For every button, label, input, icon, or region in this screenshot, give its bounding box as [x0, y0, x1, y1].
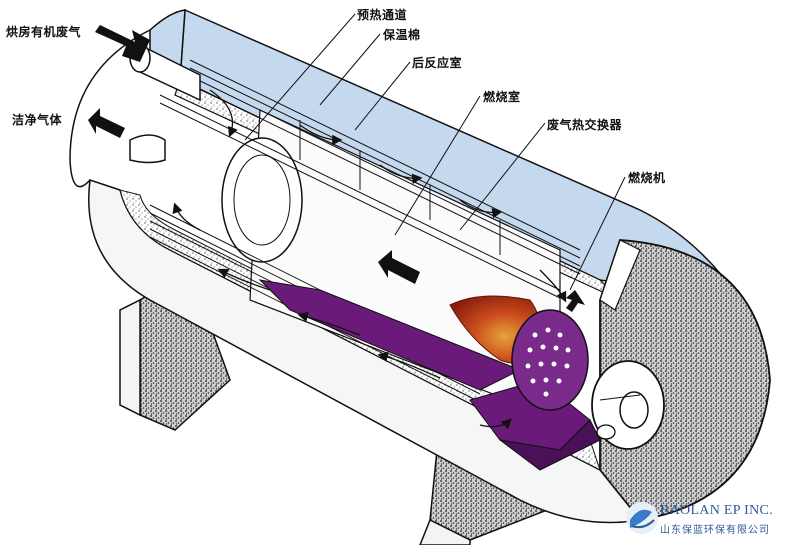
- label-heat-exchanger: 废气热交换器: [547, 118, 623, 132]
- label-combustion-chamber: 燃烧室: [483, 90, 521, 104]
- big-arrows: [88, 25, 585, 312]
- logo-icon: [626, 502, 658, 534]
- label-preheat-channel: 预热通道: [357, 8, 408, 22]
- logo-company-cn: 山东保蓝环保有限公司: [660, 525, 770, 536]
- label-burner: 燃烧机: [628, 171, 666, 185]
- flow-arrows: [172, 89, 567, 430]
- preheat-channels: [159, 59, 581, 299]
- burner-disc: [511, 309, 589, 411]
- label-exhaust-in: 烘房有机废气: [6, 25, 82, 39]
- label-post-reaction: 后反应室: [412, 56, 463, 70]
- label-clean-out: 洁净气体: [12, 113, 63, 127]
- exhaust-in-arrow: [95, 25, 150, 62]
- clean-out-arrow: [88, 108, 125, 138]
- chamber-flow-arrow: [378, 250, 420, 284]
- label-insulation: 保温棉: [383, 28, 421, 42]
- burner-flange: [591, 360, 665, 450]
- leader-lines: [244, 13, 626, 291]
- burner-exhaust-arrow: [566, 290, 585, 312]
- logo-company-en: BAOLAN EP INC.: [660, 503, 773, 518]
